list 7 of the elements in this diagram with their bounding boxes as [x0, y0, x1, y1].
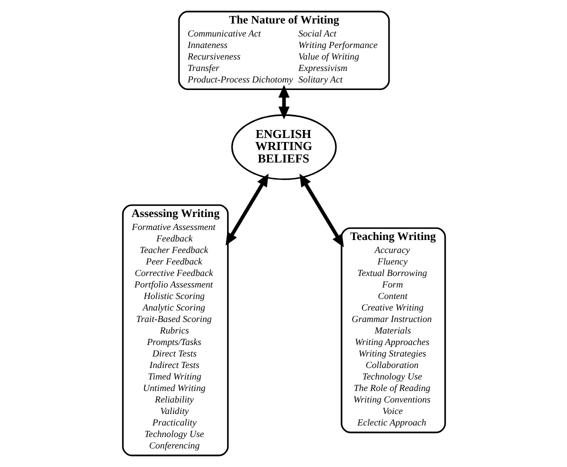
node-box: Assessing Writing Formative Assessment Feedback Teacher Feedback Peer Feedback Corrective Feedback Portfolio Assessment Holistic Scoring Analytic Scoring Trait-Based Scoring Rubrics Prompts/Tasks Direct Tests Indirect Tests Timed Writing Untimed Writing Reliability Validity Practicality Technology Use Conferencing	[122, 204, 228, 456]
node-box: The Nature of Writing Communicative Act Social Act Innateness Writing Performance Recursiveness Value of Writing Transfer Expressivism Product-Process Dichotomy Solitary Act	[178, 10, 390, 90]
node-ellipse: ENGLISH WRITING BELIEFS	[230, 114, 336, 180]
arrow	[278, 84, 290, 120]
node-box: Teaching Writing Accuracy Fluency Textual Borrowing Form Content Creative Writing Grammar Instruction Materials Writing Approaches Writing Strategies Collaboration Technology Use The Role of Reading Writing Conventions Voice Eclectic Approach	[340, 227, 446, 434]
arrow	[225, 174, 268, 246]
arrow	[299, 174, 344, 248]
